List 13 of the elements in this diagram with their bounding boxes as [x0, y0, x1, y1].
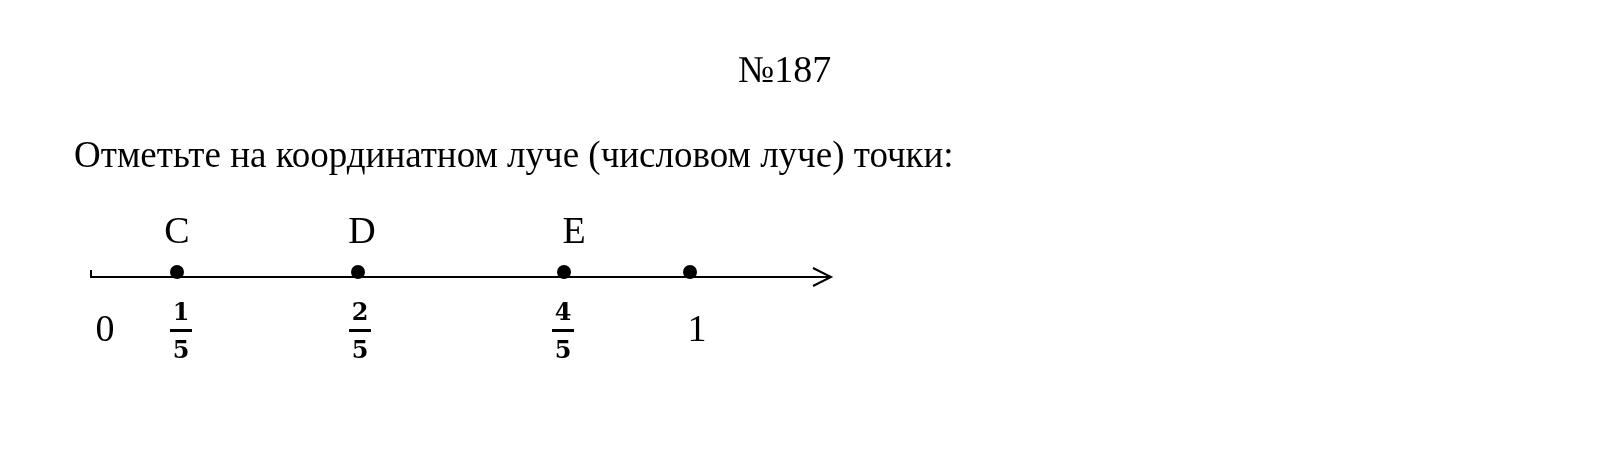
fraction-numerator: 1 — [172, 300, 190, 324]
instruction-text: Отметьте на координатном луче (числовом луче) точки: — [74, 136, 954, 173]
point-label: E — [562, 211, 586, 249]
fraction-numerator: 4 — [554, 300, 572, 324]
point-label: C — [164, 211, 190, 249]
fraction-denominator: 5 — [554, 338, 572, 362]
fraction-denominator: 5 — [351, 338, 369, 362]
tick-label: 0 — [95, 309, 115, 347]
point-label: D — [348, 211, 376, 249]
fraction-numerator: 2 — [351, 300, 369, 324]
tick-label: 1 — [687, 309, 707, 347]
fraction-denominator: 5 — [172, 338, 190, 362]
task-number: №187 — [738, 50, 832, 88]
